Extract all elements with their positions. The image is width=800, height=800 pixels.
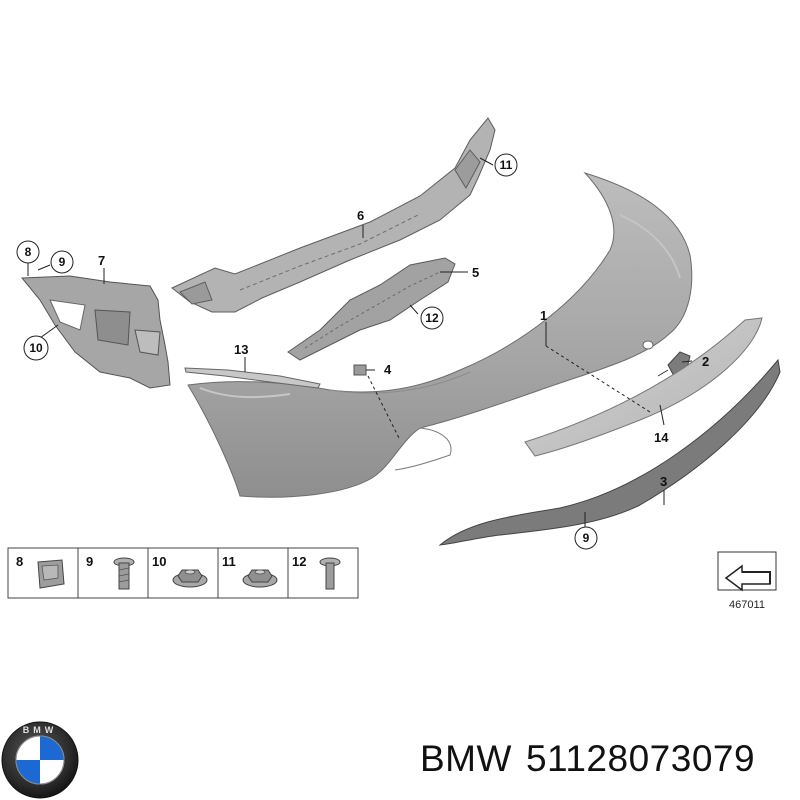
- hex-nut-icon: [172, 569, 208, 588]
- bumper-reinforcement: [287, 257, 456, 361]
- orientation-arrow-icon: [724, 564, 771, 592]
- callout-7: 7: [98, 253, 105, 268]
- clip-nut-icon: [37, 559, 65, 589]
- callout-5: 5: [472, 265, 479, 280]
- fastener-strip: 8 9 10 11: [7, 547, 359, 599]
- leader-lines: [27, 157, 693, 530]
- caption-part-number: 51128073079: [525, 738, 756, 779]
- hex-nut-icon: [242, 569, 278, 588]
- fastener-cell-8: 8: [16, 554, 65, 589]
- svg-text:10: 10: [152, 554, 166, 569]
- svg-text:12: 12: [292, 554, 306, 569]
- caption-brand: BMW: [420, 738, 512, 779]
- bolt-icon: [319, 557, 341, 590]
- callout-1: 1: [540, 308, 547, 323]
- svg-text:11: 11: [222, 554, 236, 569]
- rear-bumper-cover: [187, 171, 693, 498]
- svg-text:8: 8: [16, 554, 23, 569]
- callout-9-lower: 9: [583, 531, 590, 545]
- fastener-cell-10: 10: [152, 554, 208, 588]
- part-caption: BMW 51128073079: [420, 738, 795, 782]
- fastener-cell-11: 11: [222, 554, 278, 588]
- callout-labels: 1 2 3 4 5 6 7 13 14 11 12 8 9 10 9: [16, 153, 709, 550]
- lower-trim-strip: [524, 317, 763, 457]
- callout-10: 10: [29, 341, 43, 355]
- callout-6: 6: [357, 208, 364, 223]
- fastener-cell-9: 9: [86, 554, 135, 590]
- callout-13: 13: [234, 342, 248, 357]
- bmw-logo: BMW: [1, 721, 79, 799]
- svg-text:9: 9: [86, 554, 93, 569]
- callout-12: 12: [425, 311, 439, 325]
- reference-box: 467011: [717, 551, 777, 611]
- screw-icon: [113, 557, 135, 590]
- callout-8: 8: [25, 245, 32, 259]
- side-mounting-bracket: [20, 275, 171, 389]
- callout-11: 11: [500, 158, 513, 172]
- reference-code: 467011: [729, 599, 765, 611]
- rear-diffuser: [438, 358, 781, 546]
- callout-2: 2: [702, 354, 709, 369]
- callout-9-upper: 9: [59, 255, 66, 269]
- fastener-cell-12: 12: [292, 554, 341, 590]
- mounting-clip: [353, 364, 367, 376]
- callout-14: 14: [654, 430, 669, 445]
- upper-bumper-bracket: [171, 117, 496, 313]
- logo-lettering: BMW: [23, 725, 58, 735]
- callout-3: 3: [660, 474, 667, 489]
- callout-4: 4: [384, 362, 392, 377]
